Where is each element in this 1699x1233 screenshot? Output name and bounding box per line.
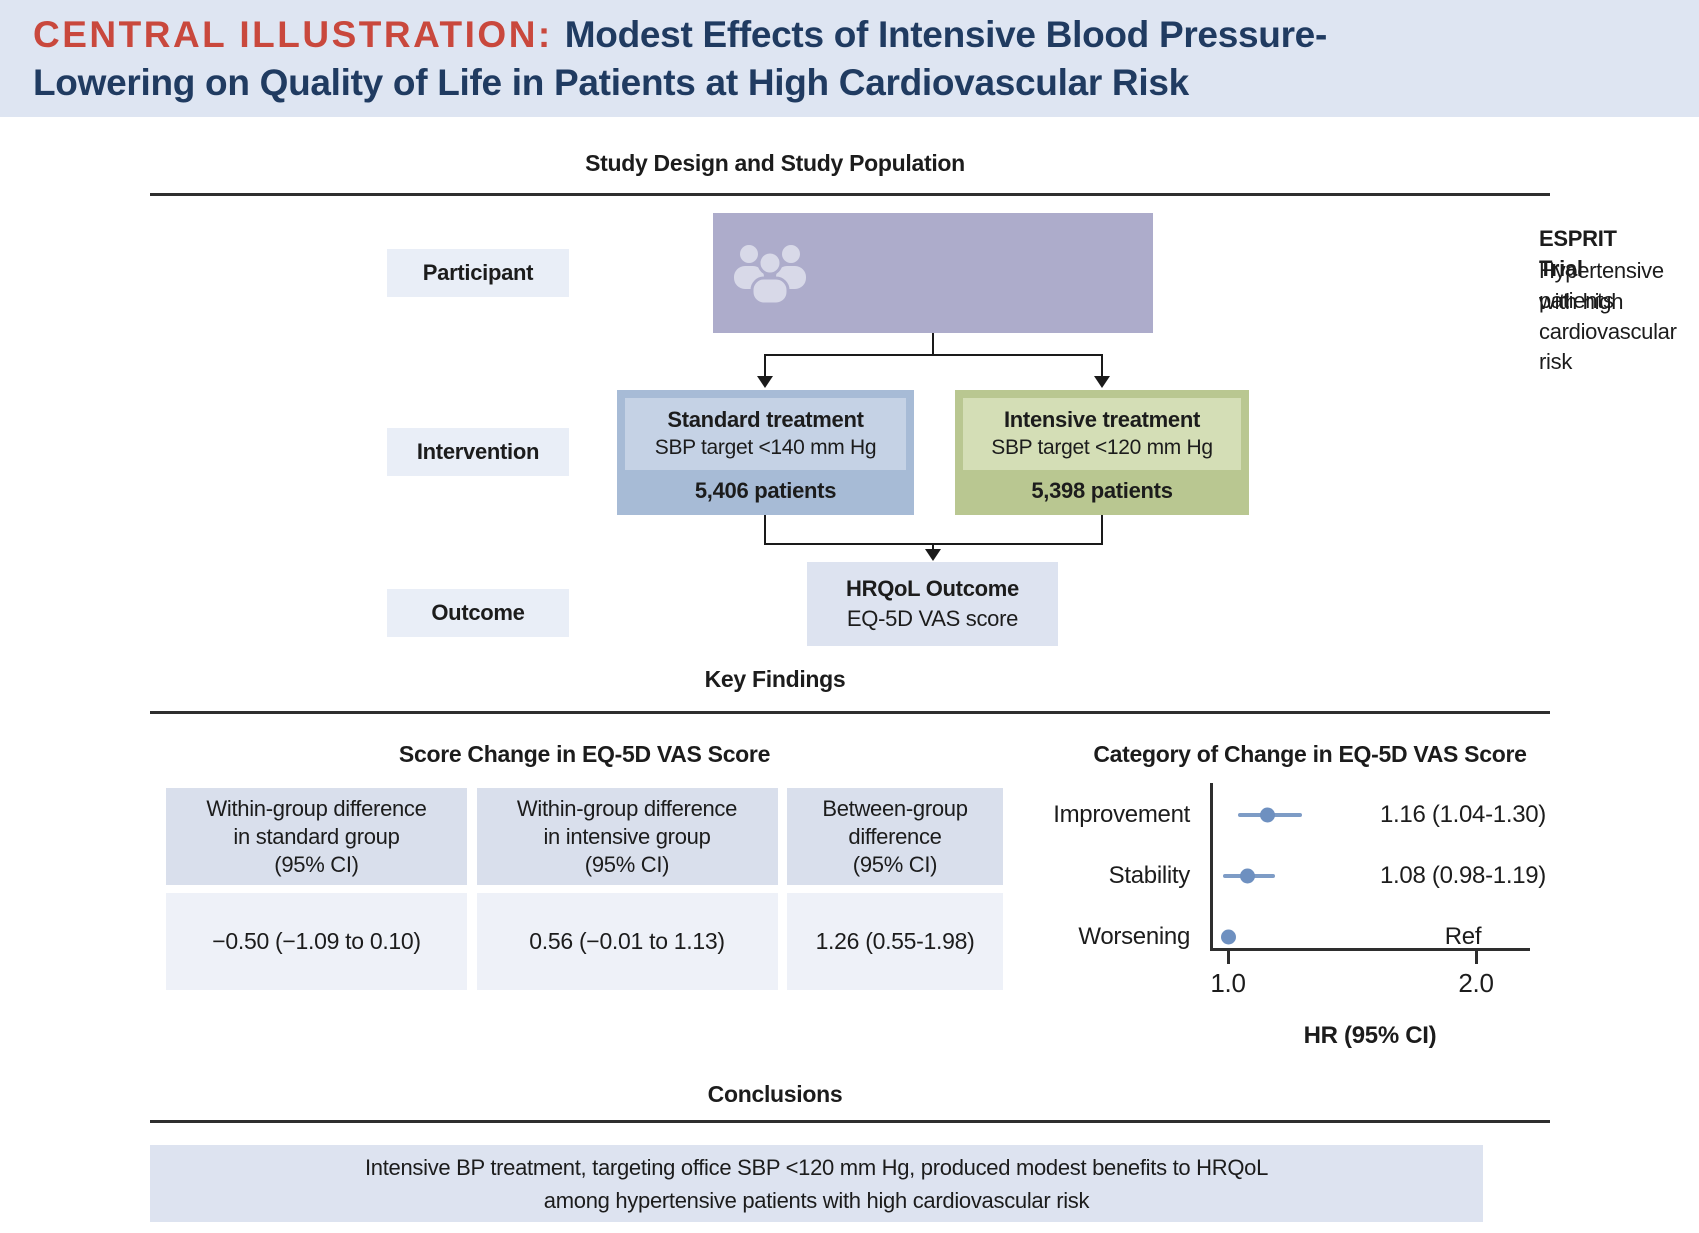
standard-treatment-inner: Standard treatment SBP target <140 mm Hg	[625, 398, 906, 470]
arrow-down-icon	[925, 549, 941, 561]
intensive-treatment-target: SBP target <120 mm Hg	[991, 436, 1213, 459]
row-label-intervention: Intervention	[387, 428, 569, 476]
esprit-line2: with high cardiovascular risk	[1539, 289, 1677, 374]
forest-category-label: Worsening	[1078, 923, 1190, 950]
esprit-trial-box: ESPRIT Trial Hypertensive patients with …	[713, 213, 1677, 374]
conclusion-box: Intensive BP treatment, targeting office…	[150, 1145, 1483, 1222]
section-rule	[150, 1120, 1550, 1123]
standard-treatment-patients: 5,406 patients	[694, 478, 837, 503]
intensive-treatment-box: Intensive treatment SBP target <120 mm H…	[955, 390, 1249, 515]
connector-line	[1101, 354, 1103, 377]
table-title: Score Change in EQ-5D VAS Score	[398, 741, 771, 767]
section-title-key-findings: Key Findings	[704, 666, 846, 692]
section-title-study-design: Study Design and Study Population	[585, 150, 965, 176]
intensive-treatment-title: Intensive treatment	[1003, 407, 1201, 432]
table-header-between: Between-group difference (95% CI)	[787, 788, 1003, 885]
standard-treatment-target: SBP target <140 mm Hg	[654, 436, 877, 459]
row-label-participant: Participant	[387, 249, 569, 297]
arrow-down-icon	[757, 376, 773, 388]
row-label-outcome: Outcome	[387, 589, 569, 637]
hrqol-outcome-title: HRQoL Outcome	[846, 576, 1019, 601]
score-change-table: Within-group difference in standard grou…	[166, 788, 1003, 990]
table-header-standard: Within-group difference in standard grou…	[166, 788, 467, 885]
forest-x-tick-label: 1.0	[1210, 968, 1246, 998]
header-eyebrow: CENTRAL ILLUSTRATION:	[33, 14, 553, 55]
table-value-standard: −0.50 (−1.09 to 0.10)	[166, 893, 467, 990]
forest-value-label: 1.08 (0.98-1.19)	[1380, 862, 1546, 889]
connector-line	[1101, 515, 1103, 545]
forest-x-tick-label: 2.0	[1458, 968, 1494, 998]
section-rule	[150, 193, 1550, 196]
hrqol-outcome-box: HRQoL Outcome EQ-5D VAS score	[807, 562, 1058, 646]
forest-point	[1220, 929, 1236, 945]
forest-x-tick	[1226, 951, 1230, 964]
forest-point	[1260, 807, 1276, 823]
header-title-rest: Modest Effects of Intensive Blood Pressu…	[564, 14, 1328, 55]
header-band	[0, 0, 1699, 117]
forest-category-label: Stability	[1108, 862, 1191, 889]
forest-x-axis	[1210, 948, 1530, 951]
forest-x-tick	[1474, 951, 1478, 964]
section-rule	[150, 711, 1550, 714]
standard-treatment-title: Standard treatment	[667, 407, 864, 432]
esprit-title: ESPRIT Trial	[1539, 226, 1617, 281]
intensive-treatment-inner: Intensive treatment SBP target <120 mm H…	[963, 398, 1241, 470]
connector-line	[932, 333, 934, 356]
people-group-icon	[734, 245, 806, 305]
header-title-line2: Lowering on Quality of Life in Patients …	[33, 62, 1189, 103]
conclusion-line2: among hypertensive patients with high ca…	[543, 1187, 1090, 1213]
table-header-intensive: Within-group difference in intensive gro…	[476, 788, 778, 885]
connector-line	[764, 515, 766, 545]
hrqol-outcome-subtitle: EQ-5D VAS score	[846, 606, 1019, 631]
connector-line	[764, 354, 1103, 356]
connector-line	[764, 354, 766, 377]
table-value-intensive: 0.56 (−0.01 to 1.13)	[476, 893, 778, 990]
section-title-conclusions: Conclusions	[707, 1081, 843, 1107]
table-value-between: 1.26 (0.55-1.98)	[787, 893, 1003, 990]
conclusion-line1: Intensive BP treatment, targeting office…	[364, 1154, 1269, 1180]
connector-line	[932, 543, 934, 550]
forest-value-label: 1.16 (1.04-1.30)	[1380, 801, 1546, 828]
forest-value-label: Ref	[1444, 923, 1482, 950]
intensive-treatment-patients: 5,398 patients	[1031, 478, 1173, 503]
forest-point	[1240, 868, 1256, 884]
forest-plot-title: Category of Change in EQ-5D VAS Score	[1093, 741, 1527, 767]
esprit-line1: Hypertensive patients	[1539, 258, 1664, 313]
arrow-down-icon	[1094, 376, 1110, 388]
forest-x-axis-label: HR (95% CI)	[1303, 1022, 1437, 1049]
forest-category-label: Improvement	[1053, 801, 1190, 828]
standard-treatment-box: Standard treatment SBP target <140 mm Hg…	[617, 390, 914, 515]
header-title-line1: CENTRAL ILLUSTRATION: Modest Effects of I…	[33, 14, 1673, 56]
forest-y-axis	[1210, 783, 1213, 951]
